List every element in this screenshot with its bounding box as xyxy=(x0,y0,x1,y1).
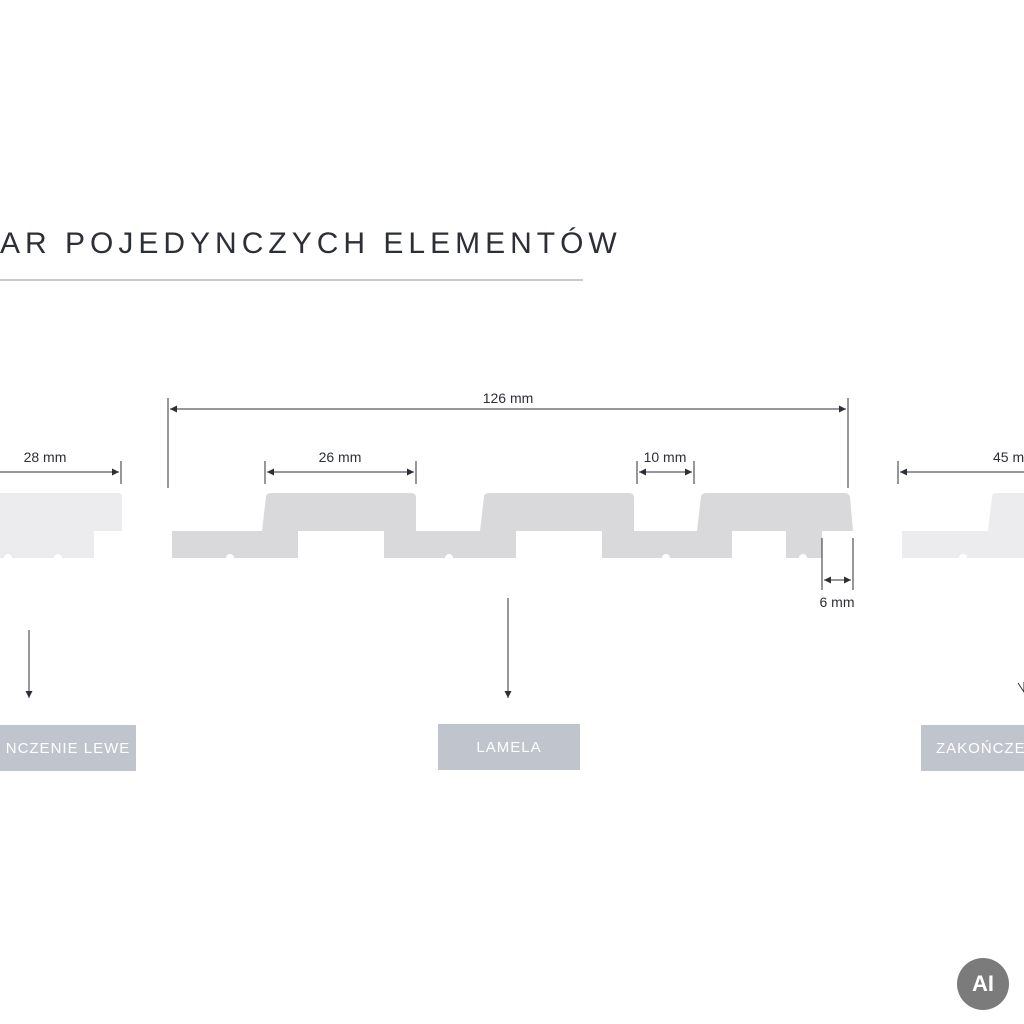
left-end-profile xyxy=(0,493,122,562)
dim-total-width-label: 126 mm xyxy=(483,390,534,406)
label-lamela: LAMELA xyxy=(438,724,580,770)
dim-right-width-label: 45 m xyxy=(993,449,1024,465)
left-end-notch xyxy=(54,554,62,562)
dim-lip: 6 mm xyxy=(820,538,855,610)
dim-left-width-label: 28 mm xyxy=(24,449,67,465)
right-end-profile xyxy=(902,493,1024,562)
title-underline xyxy=(0,279,583,281)
lamela-profile xyxy=(172,493,853,562)
ai-badge: AI xyxy=(957,958,1009,1010)
page-title: AR POJEDYNCZYCH ELEMENTÓW xyxy=(0,227,622,260)
dim-groove-label: 10 mm xyxy=(644,449,687,465)
dim-left-width: 28 mm xyxy=(0,449,122,484)
label-left-end: NCZENIE LEWE xyxy=(0,725,136,771)
dim-slat-top-label: 26 mm xyxy=(319,449,362,465)
label-right-end: ZAKOŃCZE xyxy=(921,725,1024,771)
dim-total-width: 126 mm xyxy=(167,390,849,488)
left-end-notch xyxy=(4,554,12,562)
dim-slat-top: 26 mm xyxy=(264,449,417,484)
dim-right-width: 45 m xyxy=(897,449,1024,484)
dim-groove: 10 mm xyxy=(636,449,695,484)
left-end-shape xyxy=(0,493,122,558)
dim-lip-label: 6 mm xyxy=(820,594,855,610)
right-end-shape xyxy=(902,493,1024,558)
